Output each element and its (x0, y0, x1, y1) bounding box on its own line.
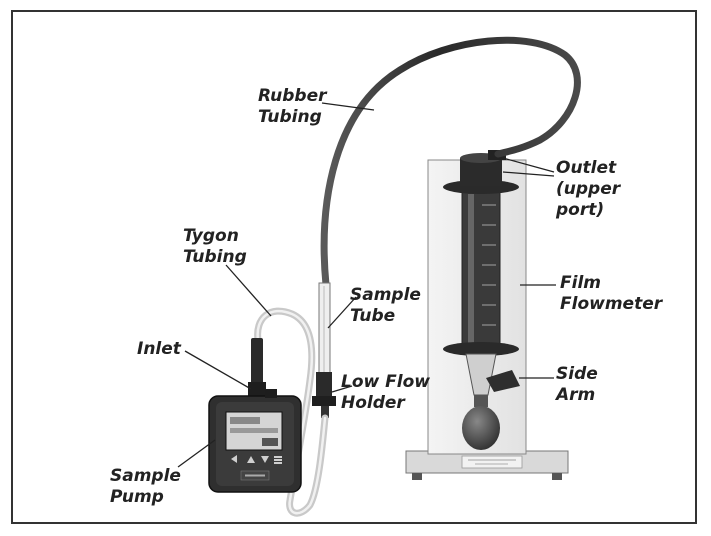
label-outlet: Outlet (upper port) (556, 158, 621, 220)
sample-tube (318, 282, 331, 376)
label-side-arm: Side Arm (556, 364, 598, 405)
sample-pump (208, 389, 302, 493)
flowmeter-base (405, 450, 569, 480)
rubber-tubing (320, 36, 581, 289)
figure-border (11, 10, 697, 524)
label-inlet: Inlet (137, 339, 181, 359)
label-sample-tube: Sample Tube (350, 285, 421, 326)
label-low-flow-holder: Low Flow Holder (341, 372, 430, 413)
label-film-flowmeter: Film Flowmeter (560, 273, 663, 314)
label-sample-pump: Sample Pump (110, 466, 181, 507)
low-flow-holder (312, 372, 336, 418)
leader-lines (177, 102, 556, 468)
inlet-fitting (248, 338, 266, 398)
label-rubber-tubing: Rubber Tubing (258, 86, 327, 127)
label-tygon-tubing: Tygon Tubing (183, 226, 247, 267)
film-flowmeter (443, 150, 520, 450)
